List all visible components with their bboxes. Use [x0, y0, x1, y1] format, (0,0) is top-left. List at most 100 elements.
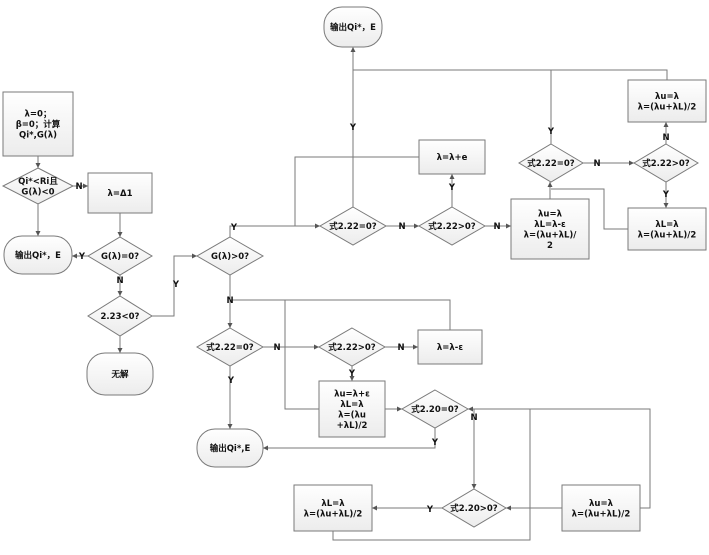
- edge-label-no: N: [470, 413, 477, 423]
- process-shape: [318, 380, 386, 438]
- connector: [152, 253, 197, 317]
- node-bisect-c: λu=λ+ελL=λλ=(λu+λL)/2: [318, 380, 386, 438]
- decision-shape: [518, 143, 584, 183]
- edge-label-no: N: [662, 133, 669, 143]
- edge-label-no: N: [273, 343, 280, 353]
- node-label: 式2.20>0?: [450, 503, 498, 514]
- process-shape: [510, 198, 590, 260]
- node-label: 式2.22=0?: [206, 342, 254, 353]
- node-cond-220-eq0: 式2.20=0?: [400, 389, 470, 429]
- node-cond-222-gt0-a: 式2.22>0?: [417, 206, 487, 246]
- decision-shape: [400, 389, 470, 429]
- process-shape: [561, 484, 641, 532]
- node-label: G(λ)>0?: [211, 252, 249, 262]
- node-label: 输出Qi*,E: [210, 443, 251, 454]
- node-label: 2.23<0?: [101, 312, 140, 322]
- node-label: 式2.22=0?: [329, 221, 377, 232]
- node-label: λ=(λu+λL)/2: [638, 230, 697, 240]
- terminal-shape: [3, 235, 73, 275]
- node-cond-222-eq0-c: 式2.22=0?: [195, 327, 265, 367]
- edge-label-yes: Y: [431, 438, 439, 448]
- connector: [229, 223, 320, 237]
- node-out-top: 输出Qi*，E: [323, 6, 383, 48]
- node-label: 输出Qi*，E: [15, 250, 61, 261]
- terminal-shape: [323, 6, 383, 48]
- node-label: λ=λ+e: [437, 153, 468, 163]
- process-shape: [418, 139, 486, 175]
- connector: [353, 69, 552, 144]
- node-label: 输出Qi*，E: [330, 22, 376, 33]
- edge-label-yes: Y: [348, 369, 356, 379]
- node-label: λ=(λu+λL)/2: [572, 509, 631, 519]
- node-label: G(λ)<0: [21, 187, 54, 197]
- edge-label-yes: Y: [448, 183, 456, 193]
- process-shape: [627, 79, 707, 123]
- node-label: λ=(λu: [338, 410, 366, 420]
- edge-label-yes: Y: [78, 252, 86, 262]
- node-label: +λL)/2: [337, 421, 368, 431]
- node-dec-e: λ=λ-ε: [417, 329, 483, 365]
- edge-label-no: N: [398, 222, 405, 232]
- edge-label-yes: Y: [172, 280, 180, 290]
- node-label: λ=(λu+λL)/2: [638, 102, 697, 112]
- node-label: 式2.22>0?: [642, 158, 690, 169]
- terminal-shape: [196, 428, 264, 468]
- edge-label-no: N: [593, 159, 600, 169]
- edge-label-yes: Y: [662, 190, 670, 200]
- process-shape: [417, 329, 483, 365]
- decision-shape: [87, 236, 153, 276]
- node-label: G(λ)=0?: [101, 252, 139, 262]
- node-label: 式2.20=0?: [411, 404, 459, 415]
- connector: [263, 428, 436, 451]
- node-label: λL=λ: [655, 220, 679, 230]
- edge-label-no: N: [493, 222, 500, 232]
- node-set-delta: λ=Δ1: [87, 172, 153, 214]
- node-lower-d: λL=λλ=(λu+λL)/2: [293, 484, 373, 532]
- node-cond-g-gt0: G(λ)>0?: [195, 236, 265, 276]
- process-shape: [87, 172, 153, 214]
- node-cond-223: 2.23<0?: [87, 295, 153, 337]
- connector: [284, 300, 319, 410]
- decision-shape: [318, 206, 388, 246]
- node-label: λu=λ+ε: [334, 389, 370, 399]
- connector: [551, 69, 668, 80]
- node-upper-d: λu=λλ=(λu+λL)/2: [561, 484, 641, 532]
- node-out-bottom: 输出Qi*,E: [196, 428, 264, 468]
- node-label: 无解: [110, 369, 129, 380]
- connector: [294, 156, 419, 226]
- node-cond-222-eq0-b: 式2.22=0?: [518, 143, 584, 183]
- edges: [35, 47, 669, 541]
- node-out-left: 输出Qi*，E: [3, 235, 73, 275]
- decision-shape: [195, 236, 265, 276]
- edge-label-yes: Y: [426, 505, 434, 515]
- edge-label-no: N: [397, 343, 404, 353]
- node-label: λu=λ: [589, 499, 614, 509]
- edge-label-no: N: [226, 296, 233, 306]
- edge-label-yes: Y: [349, 123, 357, 133]
- node-label: Qi*<Ri且: [18, 177, 58, 187]
- decision-shape: [195, 327, 265, 367]
- decision-shape: [87, 295, 153, 337]
- node-label: λ=λ-ε: [437, 343, 463, 353]
- terminal-shape: [86, 352, 154, 396]
- decision-shape: [417, 206, 487, 246]
- decision-shape: [633, 143, 699, 183]
- node-label: β=0；计算: [16, 119, 61, 130]
- process-shape: [2, 91, 74, 157]
- process-shape: [627, 207, 707, 251]
- node-cond-222-gt0-b: 式2.22>0?: [633, 143, 699, 183]
- node-no-solution: 无解: [86, 352, 154, 396]
- node-label: 式2.22=0?: [527, 158, 575, 169]
- edge-label-yes: Y: [227, 376, 235, 386]
- node-cond-g-eq0: G(λ)=0?: [87, 236, 153, 276]
- node-inc-e: λ=λ+e: [418, 139, 486, 175]
- node-cond-220-gt0: 式2.20>0?: [441, 488, 507, 528]
- node-label: λ=Δ1: [108, 189, 133, 199]
- node-lower-b: λL=λλ=(λu+λL)/2: [627, 207, 707, 251]
- edge-label-no: N: [75, 182, 82, 192]
- decision-shape: [1, 167, 75, 205]
